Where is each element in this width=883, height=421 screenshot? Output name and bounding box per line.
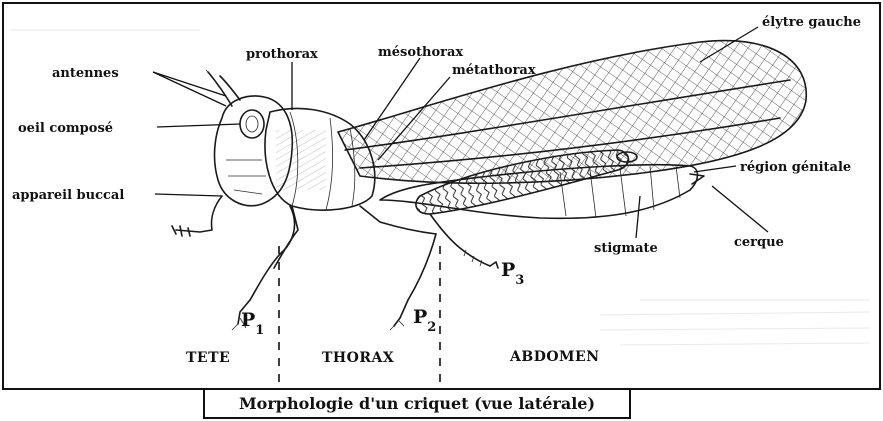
mouthparts-shape [172,196,222,236]
label-metathorax: métathorax [452,63,536,78]
label-prothorax: prothorax [246,47,318,62]
region-thorax: THORAX [322,350,394,366]
label-mouthparts: appareil buccal [12,188,124,203]
label-compound-eye: oeil composé [18,121,113,136]
label-stigma: stigmate [594,241,658,256]
label-leg-p3: P3 [501,259,524,288]
label-leg-p2: P2 [413,306,436,335]
label-cercus: cerque [734,235,784,250]
label-mesothorax: mésothorax [378,45,463,60]
label-antennae: antennes [52,66,119,81]
region-abdomen: ABDOMEN [509,349,600,365]
region-head: TETE [186,350,230,366]
compound-eye-shape [240,110,264,138]
label-genital-region: région génitale [740,160,851,175]
label-left-elytron: élytre gauche [762,15,861,30]
caption-box: Morphologie d'un criquet (vue latérale) [204,389,630,418]
label-leg-p1: P1 [241,309,264,338]
caption: Morphologie d'un criquet (vue latérale) [239,394,595,413]
hindleg-shape [430,214,498,268]
